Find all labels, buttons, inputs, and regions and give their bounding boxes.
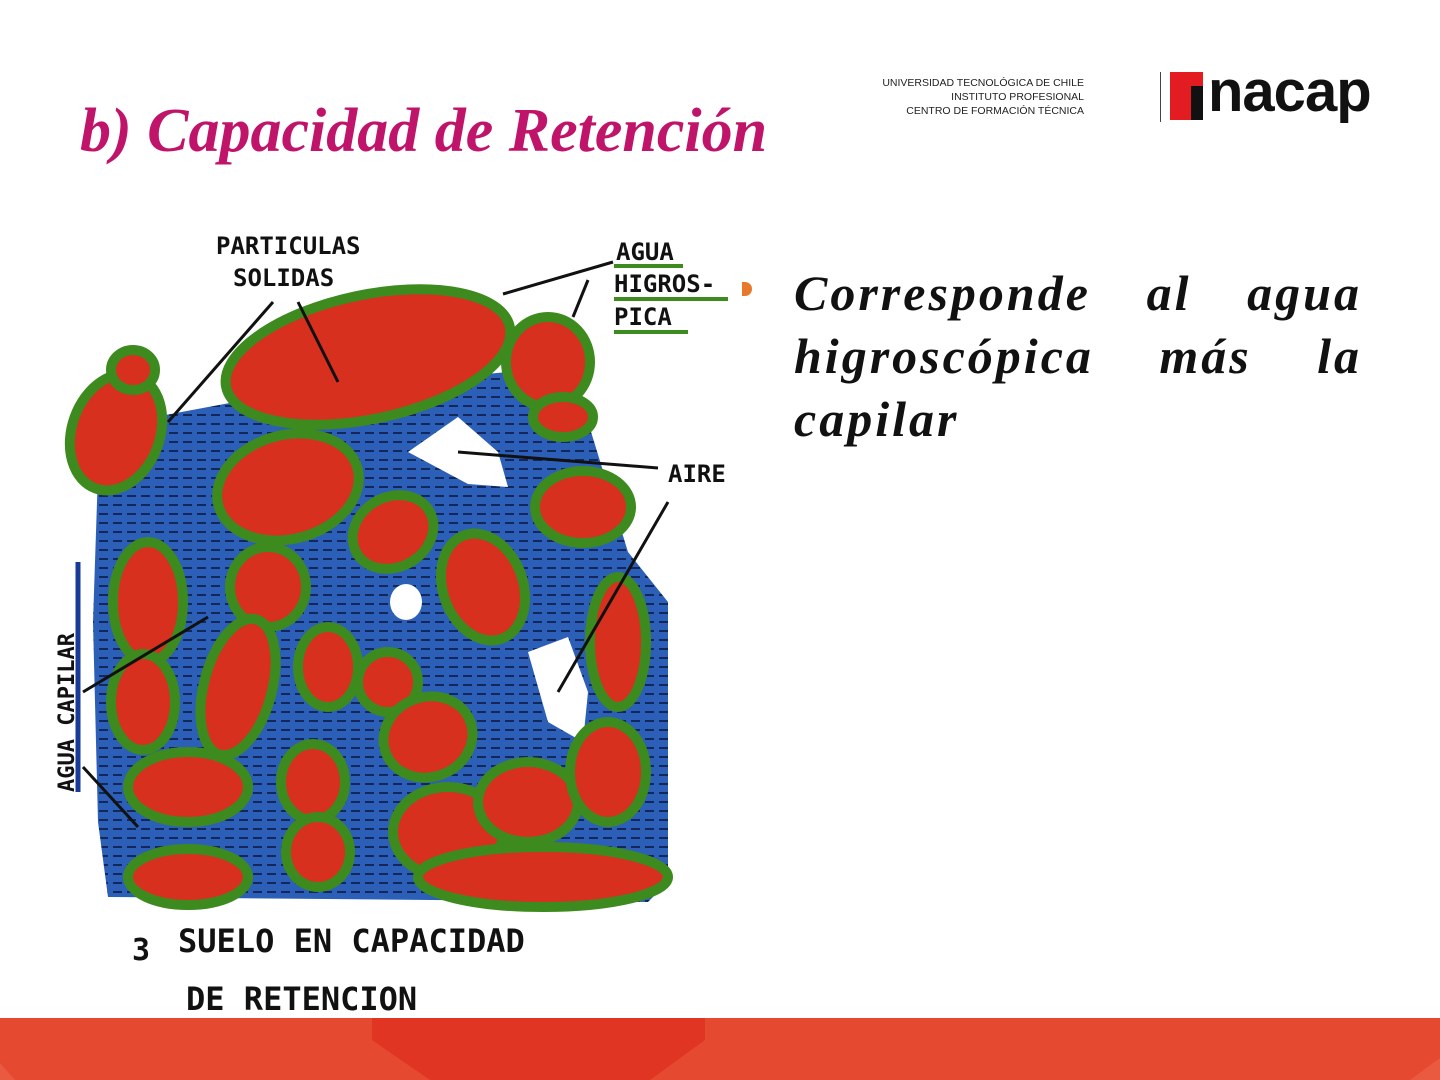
label-aire: AIRE (668, 460, 726, 488)
bullet-marker-icon (742, 282, 752, 296)
logo-line-cft: CENTRO DE FORMACIÓN TÉCNICA (906, 105, 1084, 117)
label-agua-higro: AGUA (616, 238, 674, 266)
soil-diagram-illustration: PARTICULAS SOLIDAS AGUA HIGROS- PICA AIR… (55, 232, 728, 1018)
caption-number: 3 (132, 933, 150, 968)
hygroscopic-underlines (614, 264, 728, 334)
label-particulas: PARTICULAS (216, 232, 361, 260)
caption-line-2: DE RETENCION (186, 980, 417, 1018)
label-pica: PICA (614, 303, 672, 331)
footer-band (0, 1018, 1440, 1080)
pointer-arrows (81, 260, 670, 829)
caption-line-1: SUELO EN CAPACIDAD (178, 922, 525, 960)
footer-decoration (0, 1018, 1440, 1080)
logo-i-stem-icon (1191, 86, 1203, 120)
logo-institution-lines: UNIVERSIDAD TECNOLÓGICA DE CHILE INSTITU… (882, 76, 1084, 118)
soil-retention-diagram: PARTICULAS SOLIDAS AGUA HIGROS- PICA AIR… (28, 222, 746, 1020)
logo-wordmark: nacap (1170, 59, 1400, 136)
label-solidas: SOLIDAS (233, 264, 334, 292)
logo-line-university: UNIVERSIDAD TECNOLÓGICA DE CHILE (882, 77, 1084, 89)
label-higros: HIGROS- (614, 270, 715, 298)
logo-separator (1160, 72, 1161, 122)
solid-particles (64, 284, 673, 912)
slide-title: b) Capacidad de Retención (80, 97, 768, 165)
bullet-item-text: Corresponde al agua higroscópica más la … (794, 265, 1362, 447)
logo-wordmark-text: nacap (1208, 59, 1372, 124)
bullet-list: Corresponde al agua higroscópica más la … (742, 262, 1362, 501)
inacap-logo: UNIVERSIDAD TECNOLÓGICA DE CHILE INSTITU… (882, 59, 1390, 140)
logo-line-institute: INSTITUTO PROFESIONAL (951, 91, 1084, 103)
